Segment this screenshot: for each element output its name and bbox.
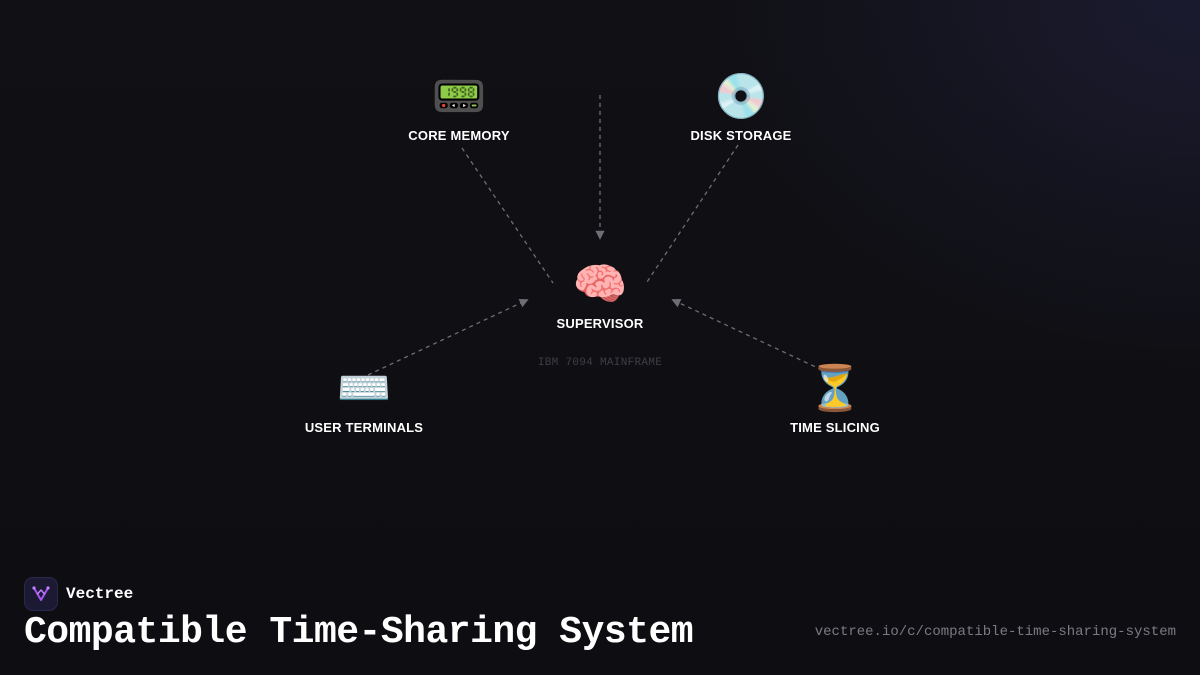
edge-user-terminals-supervisor — [367, 298, 529, 376]
node-label-user-terminals: USER TERMINALS — [304, 420, 424, 435]
hourglass-icon: ⏳ — [807, 363, 863, 414]
node-supervisor: 🧠 SUPERVISOR — [500, 258, 700, 331]
keyboard-icon: ⌨️ — [336, 363, 392, 414]
page-title: Compatible Time-Sharing System — [24, 611, 694, 654]
node-label-time-slicing: TIME SLICING — [790, 420, 880, 435]
disk-icon: 💿 — [713, 71, 769, 122]
node-disk-storage: 💿 DISK STORAGE — [641, 70, 841, 143]
node-label-supervisor: SUPERVISOR — [556, 316, 644, 331]
node-label-core-memory: CORE MEMORY — [408, 128, 510, 143]
brain-icon: 🧠 — [572, 259, 628, 310]
edge-disk-storage-supervisor — [646, 144, 739, 283]
node-label-disk-storage: DISK STORAGE — [690, 128, 792, 143]
brand[interactable]: Vectree — [24, 577, 133, 611]
node-sublabel-supervisor: IBM 7094 MAINFRAME — [537, 357, 663, 369]
node-core-memory: 📟 CORE MEMORY — [359, 70, 559, 143]
vectree-logo-icon — [24, 577, 58, 611]
pager-icon: 📟 — [431, 71, 487, 122]
edge-time-slicing-supervisor — [671, 298, 823, 371]
brand-name: Vectree — [66, 585, 134, 603]
source-url[interactable]: vectree.io/c/compatible-time-sharing-sys… — [814, 624, 1176, 640]
node-user-terminals: ⌨️ USER TERMINALS — [264, 362, 464, 435]
node-time-slicing: ⏳ TIME SLICING — [735, 362, 935, 435]
edge-core-memory-supervisor — [461, 147, 554, 284]
